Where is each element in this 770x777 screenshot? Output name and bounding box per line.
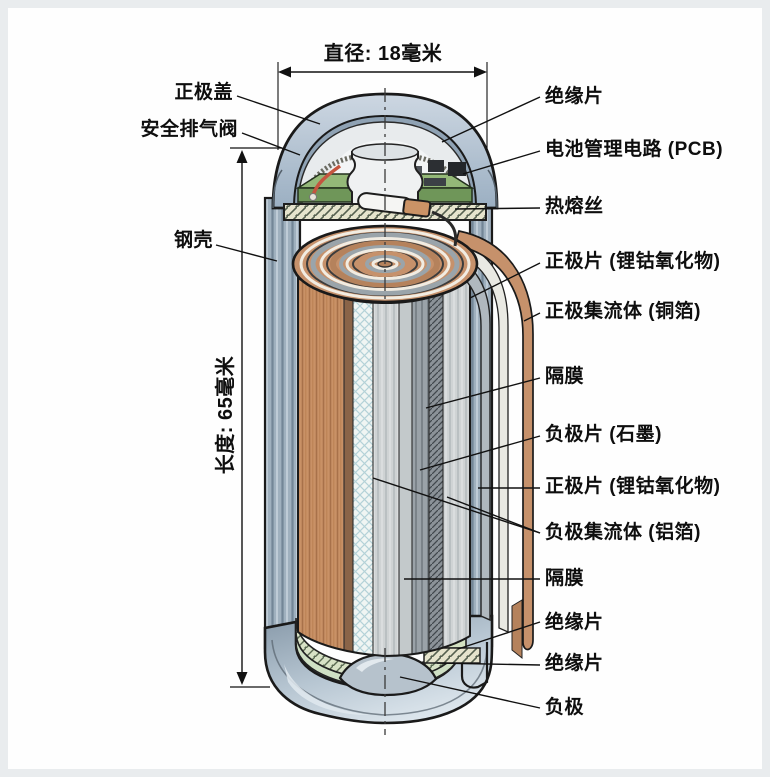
top-cap-assembly	[271, 92, 499, 247]
label-insulator-bottom: 绝缘片	[545, 653, 604, 674]
label-anode-collector: 负极集流体 (铝箔)	[545, 522, 701, 543]
label-anode-sheet: 负极片 (石墨)	[545, 424, 662, 445]
peeled-layers	[435, 230, 534, 660]
label-separator-upper: 隔膜	[545, 366, 585, 387]
label-separator-lower: 隔膜	[545, 568, 585, 589]
diameter-dimension	[277, 62, 488, 150]
leader-lines	[215, 95, 541, 709]
length-dimension	[230, 147, 282, 688]
label-thermal-fuse: 热熔丝	[545, 196, 604, 217]
label-insulator-mid: 绝缘片	[545, 612, 604, 633]
length-dimension-label: 长度: 65毫米	[215, 355, 237, 475]
label-safety-vent: 安全排气阀	[140, 119, 238, 140]
label-cathode-sheet-upper: 正极片 (锂钴氧化物)	[545, 251, 721, 272]
label-cathode-sheet-lower: 正极片 (锂钴氧化物)	[545, 476, 721, 497]
diameter-dimension-label: 直径: 18毫米	[323, 43, 443, 65]
label-insulator-top: 绝缘片	[545, 86, 604, 107]
label-negative-terminal: 负极	[545, 697, 585, 718]
pcb-wire	[311, 164, 342, 197]
label-cathode-collector: 正极集流体 (铜箔)	[545, 301, 701, 322]
jelly-roll-face	[298, 278, 470, 656]
label-positive-cap: 正极盖	[174, 82, 233, 103]
label-pcb: 电池管理电路 (PCB)	[545, 139, 724, 160]
label-steel-shell: 钢壳	[173, 230, 213, 251]
